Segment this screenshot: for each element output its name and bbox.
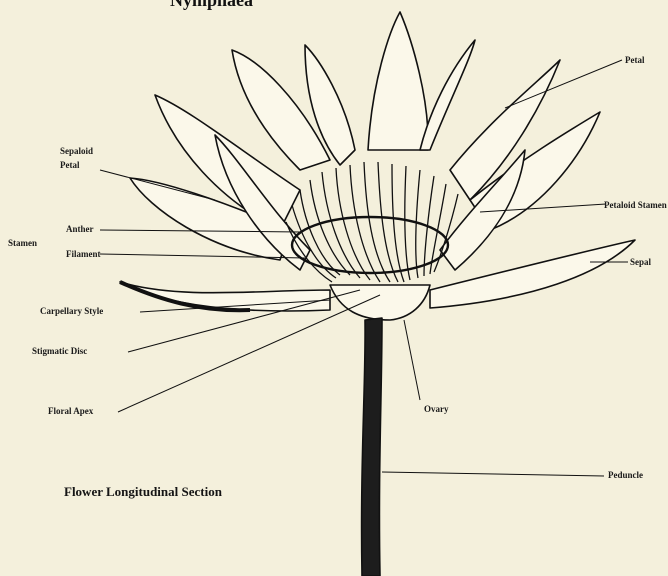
diagram-caption: Flower Longitudinal Section [64, 484, 222, 500]
label-stamen: Stamen [8, 238, 37, 248]
peduncle-stem [362, 318, 382, 576]
ovary-shape [330, 285, 430, 320]
label-sepaloid-petal-line1: Sepaloid [60, 146, 93, 156]
petal-top-center [368, 12, 428, 150]
petal-top-right [420, 40, 475, 150]
label-filament: Filament [66, 249, 101, 259]
label-stigmatic-disc: Stigmatic Disc [32, 346, 87, 356]
label-floral-apex: Floral Apex [48, 406, 93, 416]
label-petaloid-stamen: Petaloid Stamen [604, 200, 667, 210]
label-sepaloid-petal-line2: Petal [60, 160, 80, 170]
label-sepal: Sepal [630, 257, 651, 267]
label-petal: Petal [625, 55, 645, 65]
label-peduncle: Peduncle [608, 470, 643, 480]
label-anther: Anther [66, 224, 94, 234]
label-carpellary-style: Carpellary Style [40, 306, 103, 316]
label-ovary: Ovary [424, 404, 449, 414]
